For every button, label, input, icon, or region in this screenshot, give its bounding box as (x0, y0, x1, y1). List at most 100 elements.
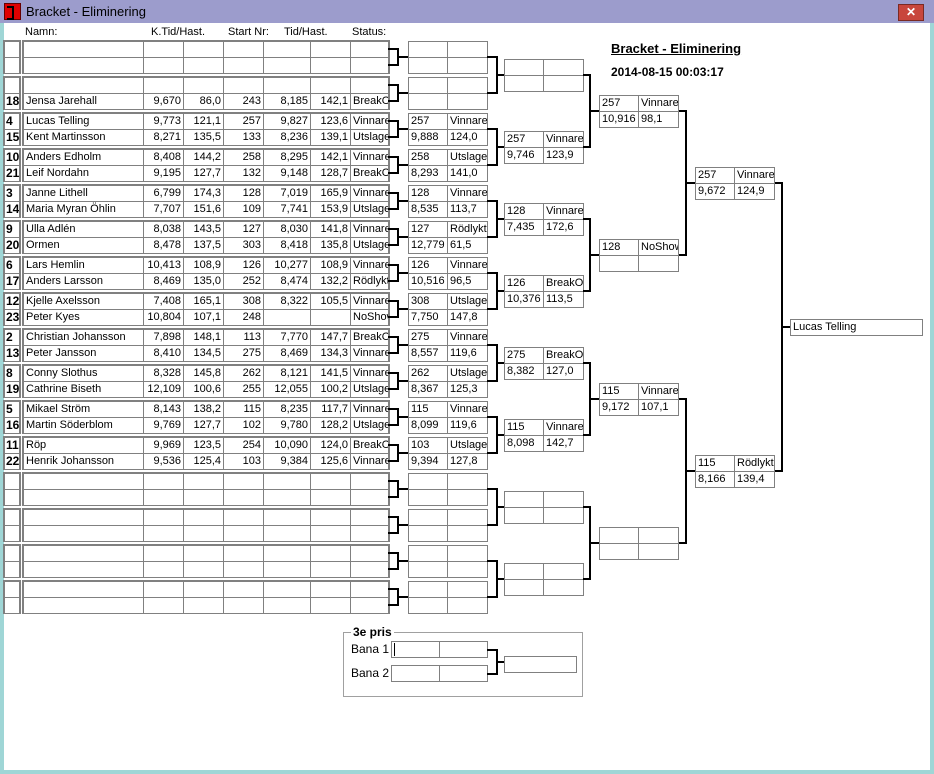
third-place-result[interactable] (504, 656, 577, 673)
round3-box-startnr[interactable]: 257 (599, 95, 639, 112)
round1-box-speed[interactable]: 96,5 (447, 273, 488, 290)
cell-tid[interactable] (263, 489, 311, 506)
round3-box-status[interactable]: NoShow (638, 239, 679, 256)
round1-box-status[interactable]: Vinnare (447, 113, 488, 130)
cell-name[interactable] (23, 561, 144, 578)
cell-ktid[interactable] (143, 545, 184, 562)
cell-startnr[interactable] (223, 545, 264, 562)
cell-hast[interactable] (310, 581, 351, 598)
cell-hast[interactable]: 142,1 (310, 149, 351, 166)
round2-box-status[interactable]: BreakOut (543, 275, 584, 292)
cell-name[interactable]: Peter Jansson (23, 345, 144, 362)
cell-khast[interactable]: 138,2 (183, 401, 224, 418)
cell-startnr[interactable] (223, 581, 264, 598)
round3-box-startnr[interactable]: 128 (599, 239, 639, 256)
round1-box-time[interactable]: 8,535 (408, 201, 448, 218)
round1-box-time[interactable]: 8,367 (408, 381, 448, 398)
cell-hast[interactable] (310, 77, 351, 94)
round1-box-time[interactable]: 9,888 (408, 129, 448, 146)
cell-ktid[interactable] (143, 41, 184, 58)
cell-ktid[interactable]: 8,478 (143, 237, 184, 254)
cell-status[interactable]: Utslagen (350, 237, 389, 254)
cell-startnr[interactable]: 248 (223, 309, 264, 326)
round2-box-time[interactable] (504, 507, 544, 524)
cell-tid[interactable]: 8,469 (263, 345, 311, 362)
cell-ktid[interactable]: 8,469 (143, 273, 184, 290)
round1-box-status[interactable]: Vinnare (447, 185, 488, 202)
round1-box-speed[interactable] (447, 57, 488, 74)
cell-status[interactable]: Vinnare (350, 401, 389, 418)
cell-status[interactable]: NoShow (350, 309, 389, 326)
round1-box-speed[interactable]: 61,5 (447, 237, 488, 254)
cell-status[interactable]: BreakOut (350, 329, 389, 346)
cell-khast[interactable]: 135,5 (183, 129, 224, 146)
round3-box-status[interactable] (638, 527, 679, 544)
round3-box-status[interactable]: Vinnare (638, 383, 679, 400)
cell-ktid[interactable]: 9,773 (143, 113, 184, 130)
round1-box-startnr[interactable] (408, 77, 448, 94)
cell-startnr[interactable]: 303 (223, 237, 264, 254)
round1-box-status[interactable] (447, 77, 488, 94)
round2-box-status[interactable]: Vinnare (543, 203, 584, 220)
cell-ktid[interactable]: 9,536 (143, 453, 184, 470)
cell-tid[interactable]: 8,185 (263, 93, 311, 110)
cell-ktid[interactable]: 9,670 (143, 93, 184, 110)
round2-box-status[interactable] (543, 59, 584, 76)
cell-name[interactable] (23, 509, 144, 526)
round3-box-speed[interactable]: 98,1 (638, 111, 679, 128)
round1-box-startnr[interactable] (408, 545, 448, 562)
round4-box-time[interactable]: 8,166 (695, 471, 735, 488)
cell-startnr[interactable] (223, 489, 264, 506)
cell-ktid[interactable]: 7,898 (143, 329, 184, 346)
cell-hast[interactable]: 124,0 (310, 437, 351, 454)
cell-status[interactable] (350, 41, 389, 58)
cell-khast[interactable]: 165,1 (183, 293, 224, 310)
cell-ktid[interactable] (143, 509, 184, 526)
round1-box-time[interactable] (408, 93, 448, 110)
round1-box-speed[interactable] (447, 489, 488, 506)
cell-status[interactable]: Rödlykta (350, 273, 389, 290)
cell-name[interactable]: Leif Nordahn (23, 165, 144, 182)
cell-name[interactable] (23, 57, 144, 74)
round1-box-time[interactable] (408, 489, 448, 506)
cell-status[interactable] (350, 597, 389, 614)
round1-box-status[interactable]: Utslagen (447, 149, 488, 166)
round2-box-speed[interactable] (543, 75, 584, 92)
cell-startnr[interactable] (223, 509, 264, 526)
cell-ktid[interactable] (143, 581, 184, 598)
cell-status[interactable]: Utslagen (350, 129, 389, 146)
cell-ktid[interactable]: 10,413 (143, 257, 184, 274)
cell-status[interactable] (350, 489, 389, 506)
cell-name[interactable]: Anders Larsson (23, 273, 144, 290)
cell-name[interactable] (23, 581, 144, 598)
cell-ktid[interactable]: 8,143 (143, 401, 184, 418)
round3-box-status[interactable]: Vinnare (638, 95, 679, 112)
round1-box-startnr[interactable]: 103 (408, 437, 448, 454)
cell-name[interactable]: Ormen (23, 237, 144, 254)
round4-box-startnr[interactable]: 257 (695, 167, 735, 184)
cell-khast[interactable] (183, 57, 224, 74)
cell-name[interactable] (23, 597, 144, 614)
cell-khast[interactable] (183, 545, 224, 562)
cell-tid[interactable]: 10,090 (263, 437, 311, 454)
cell-tid[interactable] (263, 309, 311, 326)
round2-box-time[interactable] (504, 75, 544, 92)
cell-name[interactable]: Anders Edholm (23, 149, 144, 166)
cell-startnr[interactable]: 257 (223, 113, 264, 130)
cell-startnr[interactable] (223, 57, 264, 74)
round3-box-speed[interactable]: 107,1 (638, 399, 679, 416)
round2-box-startnr[interactable] (504, 563, 544, 580)
cell-khast[interactable]: 123,5 (183, 437, 224, 454)
round2-box-speed[interactable] (543, 507, 584, 524)
cell-tid[interactable]: 12,055 (263, 381, 311, 398)
cell-status[interactable]: Vinnare (350, 113, 389, 130)
round3-box-time[interactable] (599, 255, 639, 272)
cell-hast[interactable] (310, 545, 351, 562)
cell-name[interactable]: Henrik Johansson (23, 453, 144, 470)
round1-box-status[interactable]: Rödlykta (447, 221, 488, 238)
round1-box-time[interactable] (408, 525, 448, 542)
cell-ktid[interactable]: 9,195 (143, 165, 184, 182)
round1-box-speed[interactable] (447, 561, 488, 578)
cell-startnr[interactable] (223, 41, 264, 58)
cell-startnr[interactable]: 128 (223, 185, 264, 202)
